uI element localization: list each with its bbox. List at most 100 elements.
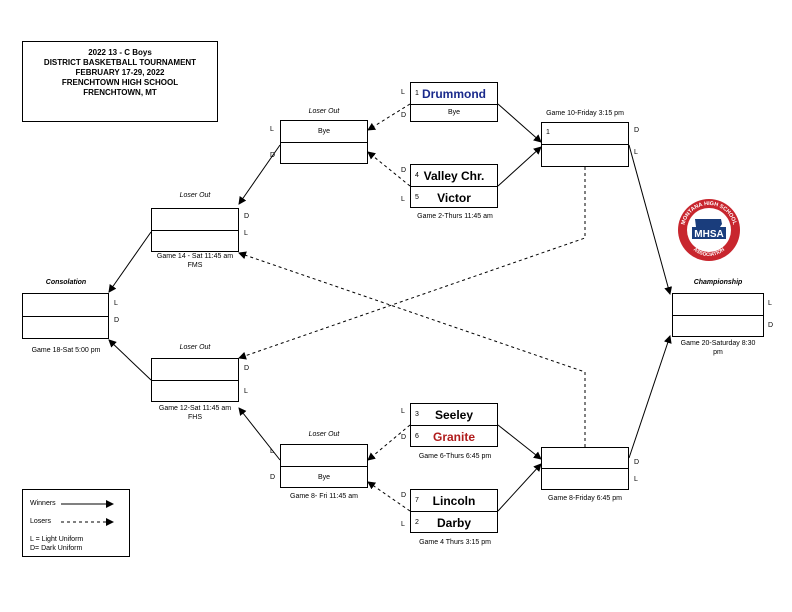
mhsa-logo-icon: MONTANA HIGH SCHOOL ASSOCIATION MHSA <box>678 199 740 261</box>
loser-line-g8 <box>238 251 586 447</box>
seed-number: 5 <box>415 194 419 201</box>
seed-number: 6 <box>415 433 419 440</box>
winner-line-g8 <box>628 335 672 459</box>
game-1-box: 1 Drummond Bye <box>410 82 498 122</box>
game-10-top-slot: 1 <box>542 123 628 145</box>
winner-line-g10 <box>628 144 672 295</box>
loser-out-heading: Loser Out <box>308 431 340 438</box>
winner-line-g14 <box>108 231 152 293</box>
game-12-top-slot <box>152 359 238 381</box>
loser-line-g4 <box>367 481 411 512</box>
game-10-box: 1 <box>541 122 629 167</box>
championship-label-cont: pm <box>713 349 723 356</box>
legend-losers-label: Losers <box>30 518 52 525</box>
game-2-top-slot: 4 Valley Chr. <box>411 165 497 187</box>
title-line-1: 2022 13 - C Boys <box>88 48 152 57</box>
seed-number: 1 <box>546 129 550 136</box>
team-name: Darby <box>436 516 471 530</box>
loser-out-heading: Loser Out <box>308 108 340 115</box>
uniform-label: D <box>270 474 276 481</box>
winner-line-g2 <box>497 146 542 187</box>
winner-line-g12 <box>108 339 152 381</box>
loser-line-g1 <box>367 103 411 131</box>
game-12-venue: FHS <box>188 414 202 421</box>
uniform-label: L <box>244 388 248 395</box>
championship-box <box>672 293 764 337</box>
game-14-label: Game 14 - Sat 11:45 am <box>156 253 234 260</box>
uniform-label: D <box>244 365 250 372</box>
game-8-label: Game 8-Friday 6:45 pm <box>548 495 622 502</box>
tournament-title-box: 2022 13 - C Boys DISTRICT BASKETBALL TOU… <box>22 41 218 122</box>
uniform-label: D <box>270 152 276 159</box>
game-6-top-slot: 3 Seeley <box>411 404 497 426</box>
consolation-top-slot <box>23 294 108 317</box>
uniform-label: L <box>270 126 274 133</box>
game-14-top-slot <box>152 209 238 231</box>
championship-heading: Championship <box>693 279 743 286</box>
game-6-box: 3 Seeley 6 Granite <box>410 403 498 447</box>
team-name: Bye <box>317 474 331 481</box>
loser-out-top-box: Bye <box>280 120 368 164</box>
game-4-box: 7 Lincoln 2 Darby <box>410 489 498 533</box>
uniform-light-label: L <box>401 89 405 96</box>
uniform-label: L <box>401 521 405 528</box>
winner-line-g6 <box>497 424 542 460</box>
game-8-box <box>541 447 629 490</box>
consolation-box <box>22 293 109 339</box>
title-line-4: FRENCHTOWN HIGH SCHOOL <box>61 78 179 87</box>
game-2-label: Game 2-Thurs 11:45 am <box>417 213 493 220</box>
game-14-venue: FMS <box>187 262 203 269</box>
team-name: Granite <box>432 430 475 444</box>
game-12-label: Game 12-Sat 11:45 am <box>158 405 232 412</box>
legend-dark-uniform: D= Dark Uniform <box>30 545 83 552</box>
uniform-label: L <box>401 408 405 415</box>
uniform-label: L <box>634 476 638 483</box>
seed-number: 3 <box>415 411 419 418</box>
uniform-label: L <box>768 300 772 307</box>
uniform-label: D <box>244 213 250 220</box>
uniform-label: L <box>114 300 118 307</box>
uniform-label: D <box>114 317 120 324</box>
game-4-top-slot: 7 Lincoln <box>411 490 497 512</box>
game-4-label: Game 4 Thurs 3:15 pm <box>419 539 491 546</box>
championship-label: Game 20-Saturday 8:30 <box>680 340 756 347</box>
seed-number: 1 <box>415 90 419 97</box>
team-name: Lincoln <box>432 494 476 508</box>
uniform-label: L <box>634 149 638 156</box>
winner-line-g4 <box>497 463 542 512</box>
game-2-bottom-slot: 5 Victor <box>411 187 497 209</box>
svg-text:ASSOCIATION: ASSOCIATION <box>692 246 726 258</box>
uniform-label: D <box>401 434 407 441</box>
game-1-bottom-slot: Bye <box>411 105 497 123</box>
winner-line-loser-bottom <box>238 407 281 461</box>
winner-line-g1 <box>497 103 542 143</box>
seed-number: 4 <box>415 172 419 179</box>
loser-out-bottom-bottom-slot: Bye <box>281 467 367 489</box>
loser-out-top-slot: Bye <box>281 121 367 143</box>
team-name: Drummond <box>422 87 486 101</box>
team-name: Bye <box>317 128 331 135</box>
seed-number: 2 <box>415 519 419 526</box>
team-name: Seeley <box>434 408 474 422</box>
uniform-label: D <box>634 127 640 134</box>
game-14-heading: Loser Out <box>179 192 211 199</box>
championship-top-slot <box>673 294 763 316</box>
uniform-label: D <box>401 492 407 499</box>
game-10-label: Game 10-Friday 3:15 pm <box>546 110 624 117</box>
team-name: Valley Chr. <box>423 169 485 183</box>
loser-out-bottom-top-slot <box>281 445 367 467</box>
game-14-box <box>151 208 239 252</box>
team-name: Victor <box>437 191 471 205</box>
legend-winners-label: Winners <box>30 500 56 507</box>
game-2-box: 4 Valley Chr. 5 Victor <box>410 164 498 208</box>
game-4-bottom-slot: 2 Darby <box>411 512 497 534</box>
svg-text:MHSA: MHSA <box>694 229 723 240</box>
team-name: Bye <box>447 109 461 116</box>
game-6-bottom-slot: 6 Granite <box>411 426 497 448</box>
seed-number: 7 <box>415 497 419 504</box>
legend-box: Winners Losers L = Light Uniform D= Dark… <box>22 489 130 557</box>
uniform-label: L <box>270 448 274 455</box>
loser-out-bottom-label: Game 8- Fri 11:45 am <box>290 493 358 500</box>
uniform-label: L <box>244 230 248 237</box>
